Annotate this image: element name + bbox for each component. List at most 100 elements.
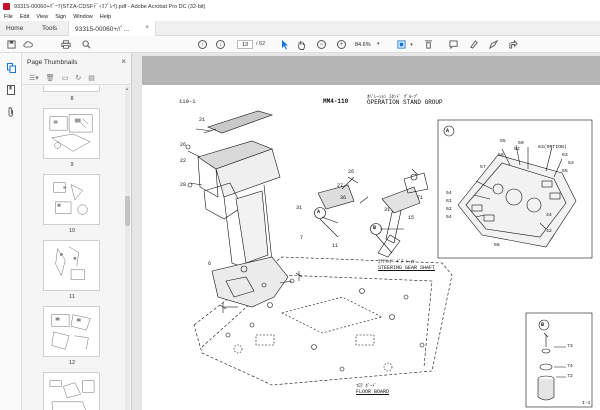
- hand-tool-icon[interactable]: [296, 39, 307, 50]
- part-number: 26: [180, 142, 187, 148]
- panel-header: Page Thumbnails ×: [22, 53, 132, 71]
- callout-a: A: [317, 209, 321, 215]
- page-settings-icon[interactable]: ▭: [61, 74, 69, 82]
- part-number: 61: [446, 199, 452, 204]
- menu-edit[interactable]: Edit: [19, 13, 30, 20]
- part-number: 62: [446, 207, 452, 212]
- print-icon[interactable]: [60, 39, 71, 50]
- menu-bar: File Edit View Sign Window Help: [0, 12, 600, 21]
- menu-view[interactable]: View: [36, 13, 49, 20]
- tab-close-icon[interactable]: ×: [145, 25, 149, 31]
- part-number: 54: [446, 215, 452, 220]
- tab-bar: Home Tools 93315-00060+ﾊﾟ... ×: [0, 20, 600, 36]
- panel-close-icon[interactable]: ×: [121, 57, 126, 66]
- part-number: 73: [567, 344, 573, 349]
- share-icon[interactable]: [508, 39, 519, 50]
- tab-home[interactable]: Home: [0, 21, 36, 36]
- part-number: 36: [340, 195, 347, 201]
- menu-sign[interactable]: Sign: [55, 13, 67, 20]
- bookmarks-icon[interactable]: [6, 85, 16, 95]
- thumbnail-label: 12: [68, 360, 76, 366]
- part-number: 72: [567, 374, 573, 379]
- thumbnail-page-8[interactable]: [43, 108, 100, 159]
- fit-dropdown-icon[interactable]: ▾: [410, 41, 413, 48]
- navigation-pane-strip: [0, 53, 22, 410]
- tab-tools[interactable]: Tools: [36, 21, 68, 36]
- part-number: 74: [567, 364, 573, 369]
- steering-label: STEERING GEAR SHAFT: [378, 265, 436, 271]
- tab-tools-label: Tools: [42, 24, 58, 32]
- next-page-icon[interactable]: ↓: [215, 39, 226, 50]
- part-number: 7: [300, 235, 304, 241]
- floor-label: FLOOR BOARD: [356, 389, 390, 395]
- part-number: 21: [199, 117, 206, 123]
- tab-document[interactable]: 93315-00060+ﾊﾟ... ×: [68, 20, 156, 36]
- thumbnail-page-11[interactable]: [43, 306, 100, 357]
- scroll-up-icon[interactable]: ▲: [125, 86, 129, 91]
- search-icon[interactable]: [81, 39, 92, 50]
- part-number: 63: [562, 153, 568, 158]
- thumbnails-list: 8 9 10 11 12: [22, 86, 124, 410]
- part-number: 28: [180, 182, 187, 188]
- scroll-mode-icon[interactable]: [423, 39, 434, 50]
- detail-a-label: A: [446, 128, 450, 134]
- fit-page-icon[interactable]: [396, 39, 407, 50]
- thumbnail-page-9[interactable]: [43, 174, 100, 225]
- group-code: MM4-110: [323, 98, 349, 105]
- zoom-in-icon[interactable]: +: [336, 39, 347, 50]
- section-code: 110-1: [179, 98, 196, 105]
- previous-page-icon[interactable]: ↑: [197, 39, 208, 50]
- part-number: 15: [408, 215, 415, 221]
- options-menu-icon[interactable]: ☰▾: [29, 74, 39, 82]
- document-view[interactable]: 110-1 MM4-110 ｵﾍﾟﾚｰｼｮﾝ ｽﾀﾝﾄﾞ ｸﾞﾙｰﾌﾟ OPER…: [132, 53, 600, 410]
- part-number: 31: [384, 207, 391, 213]
- zoom-dropdown-icon[interactable]: ▾: [377, 41, 380, 47]
- menu-file[interactable]: File: [4, 13, 13, 20]
- thumbnails-scrollbar[interactable]: ▲: [125, 86, 130, 410]
- pdf-page: 110-1 MM4-110 ｵﾍﾟﾚｰｼｮﾝ ｽﾀﾝﾄﾞ ｸﾞﾙｰﾌﾟ OPER…: [142, 85, 600, 410]
- steering-label-jp: ｽﾃｱﾘﾝｸﾞ ｷﾞｱ ｼｬﾌﾄ: [378, 260, 415, 265]
- part-number: 55: [562, 169, 568, 174]
- part-number: 59: [518, 141, 524, 146]
- exploded-parts-diagram: [185, 110, 593, 408]
- thumbnail-page-10[interactable]: [43, 240, 100, 291]
- page-mark: I-4: [582, 401, 591, 406]
- menu-help[interactable]: Help: [99, 13, 112, 20]
- toolbar: ↑ ↓ 13 / 62 − + 84.6% ▾ ▾: [0, 36, 600, 53]
- tab-document-label: 93315-00060+ﾊﾟ...: [75, 26, 130, 33]
- title-bar: 93315-00060+ﾊﾟｰﾂ(STZA-CDSFﾃﾞｨｽﾌﾟﾚｲ).pdf …: [0, 0, 600, 12]
- delete-page-icon[interactable]: 🗑: [45, 74, 55, 82]
- thumbnail-label: 8: [70, 96, 74, 102]
- menu-window[interactable]: Window: [73, 13, 93, 20]
- page-number-input[interactable]: 13: [237, 40, 253, 49]
- save-icon[interactable]: [6, 39, 17, 50]
- page-thumbnails-icon[interactable]: [6, 63, 16, 73]
- zoom-level[interactable]: 84.6%: [355, 41, 371, 48]
- comment-icon[interactable]: [448, 39, 459, 50]
- part-number: 53: [568, 161, 574, 166]
- insert-page-icon[interactable]: ▤: [88, 74, 95, 82]
- attachments-icon[interactable]: [6, 107, 16, 117]
- rotate-page-icon[interactable]: ↻: [75, 74, 82, 82]
- zoom-out-icon[interactable]: −: [316, 39, 327, 50]
- tab-home-label: Home: [6, 24, 24, 32]
- draw-icon[interactable]: [488, 39, 499, 50]
- scrollbar-thumb[interactable]: [125, 196, 130, 226]
- part-number: 22: [180, 158, 187, 164]
- group-title: OPERATION STAND GROUP: [367, 99, 443, 106]
- part-number: 6: [208, 261, 212, 267]
- thumbnail-label: 11: [69, 294, 75, 300]
- group-title-jp: ｵﾍﾟﾚｰｼｮﾝ ｽﾀﾝﾄﾞ ｸﾞﾙｰﾌﾟ: [367, 95, 419, 100]
- page-total: / 62: [256, 41, 266, 47]
- part-number: 42: [546, 229, 552, 234]
- cloud-upload-icon[interactable]: [22, 39, 33, 50]
- thumbnail-label: 10: [68, 228, 76, 234]
- detail-b-label: B: [541, 322, 545, 328]
- part-number: 27: [337, 183, 344, 189]
- highlight-pen-icon[interactable]: [468, 39, 479, 50]
- thumbnail-page-7[interactable]: [43, 86, 100, 92]
- thumbnail-page-13[interactable]: [43, 372, 100, 410]
- part-number: 44: [546, 213, 552, 218]
- select-cursor-icon[interactable]: [279, 39, 290, 50]
- acrobat-logo-icon: [3, 2, 10, 10]
